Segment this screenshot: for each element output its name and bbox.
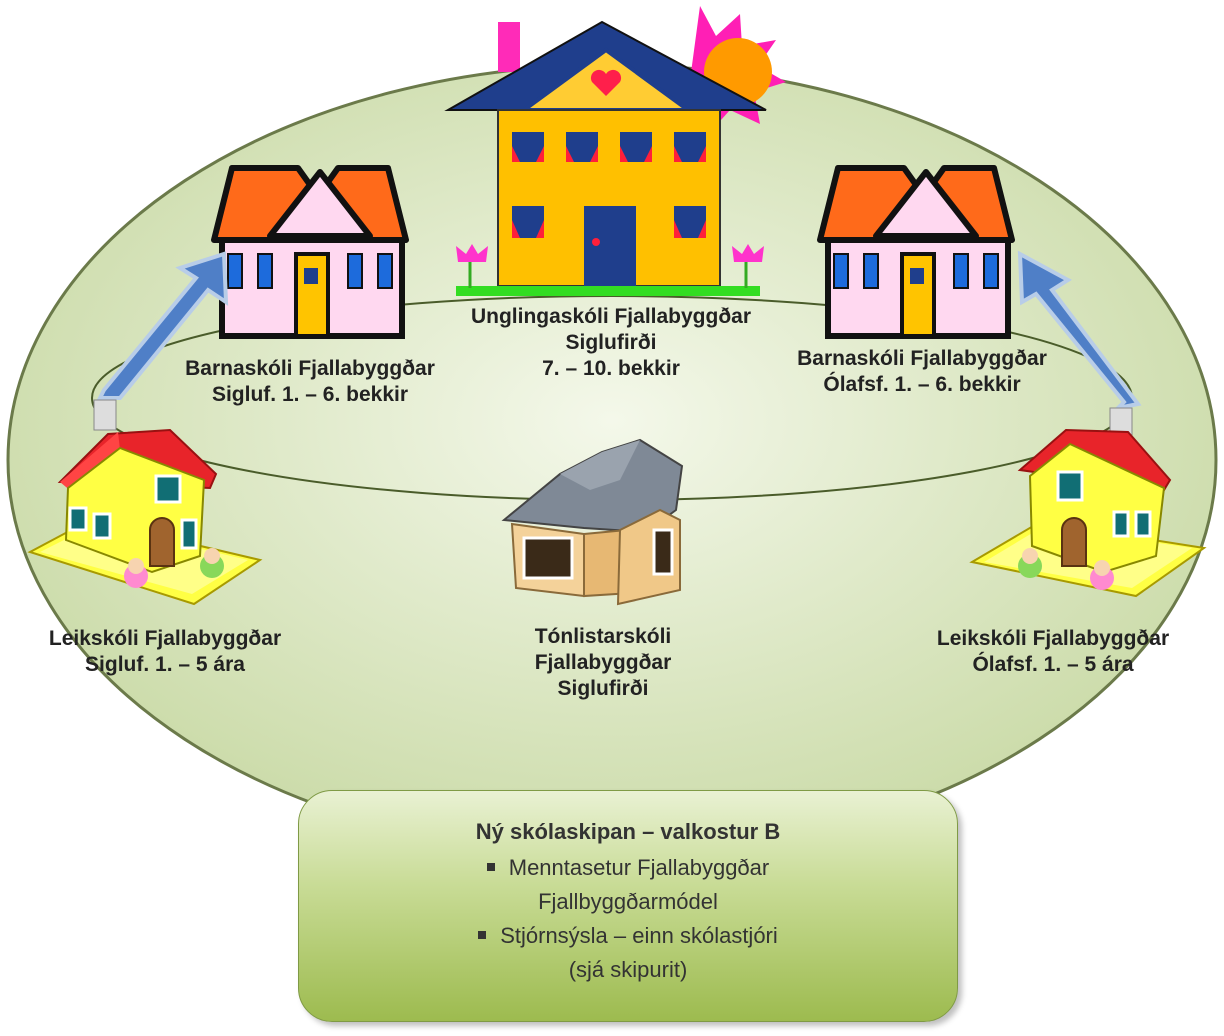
summary-item-1-line2: Fjallbyggðarmódel [538, 889, 718, 914]
preschool-right-name: Leikskóli Fjallabyggðar [936, 627, 1170, 650]
preschool-left-label: Leikskóli Fjallabyggðar Sigluf. 1. – 5 á… [30, 626, 300, 678]
primary-left-grades: Sigluf. 1. – 6. bekkir [211, 383, 409, 406]
music-school-icon [501, 438, 684, 606]
summary-item-1-line1: Menntasetur Fjallabyggðar [508, 855, 770, 880]
music-school-location: Siglufirði [557, 677, 649, 700]
preschool-right-icon [969, 407, 1207, 598]
primary-left-name: Barnaskóli Fjallabyggðar [185, 357, 435, 380]
summary-item-2: Stjórnsýsla – einn skólastjóri [299, 923, 957, 949]
summary-title: Ný skólaskipan – valkostur B [475, 819, 781, 844]
arrow-left-icon [96, 251, 229, 400]
primary-left-label: Barnaskóli Fjallabyggðar Sigluf. 1. – 6.… [160, 356, 460, 408]
music-school-name-line1: Tónlistarskóli [534, 625, 672, 648]
preschool-right-label: Leikskóli Fjallabyggðar Ólafsf. 1. – 5 á… [918, 626, 1188, 678]
arrow-right-icon [1017, 250, 1142, 412]
preschool-right-ages: Ólafsf. 1. – 5 ára [972, 653, 1134, 676]
music-school-name-line2: Fjallabyggðar [534, 651, 672, 674]
upper-school-grades: 7. – 10. bekkir [542, 357, 680, 380]
summary-item-2-line1: Stjórnsýsla – einn skólastjóri [500, 923, 778, 948]
bullet-icon [486, 863, 495, 871]
primary-school-right-icon [817, 165, 1015, 339]
music-school-label: Tónlistarskóli Fjallabyggðar Siglufirði [478, 624, 728, 702]
preschool-left-name: Leikskóli Fjallabyggðar [48, 627, 282, 650]
upper-school-building-icon [444, 20, 767, 296]
primary-right-grades: Ólafsf. 1. – 6. bekkir [823, 373, 1021, 396]
primary-school-left-icon [211, 165, 409, 339]
upper-school-location: Siglufirði [565, 331, 657, 354]
primary-right-name: Barnaskóli Fjallabyggðar [797, 347, 1047, 370]
preschool-left-icon [27, 399, 263, 606]
upper-school-name: Unglingaskóli Fjallabyggðar [470, 305, 752, 328]
primary-right-label: Barnaskóli Fjallabyggðar Ólafsf. 1. – 6.… [772, 346, 1072, 398]
summary-item-2-line2: (sjá skipurit) [568, 957, 688, 982]
upper-school-label: Unglingaskóli Fjallabyggðar Siglufirði 7… [446, 304, 776, 382]
summary-item-1: Menntasetur Fjallabyggðar [299, 855, 957, 881]
preschool-left-ages: Sigluf. 1. – 5 ára [85, 653, 245, 676]
bullet-icon [478, 931, 487, 939]
summary-box: Ný skólaskipan – valkostur B Menntasetur… [298, 790, 958, 1022]
